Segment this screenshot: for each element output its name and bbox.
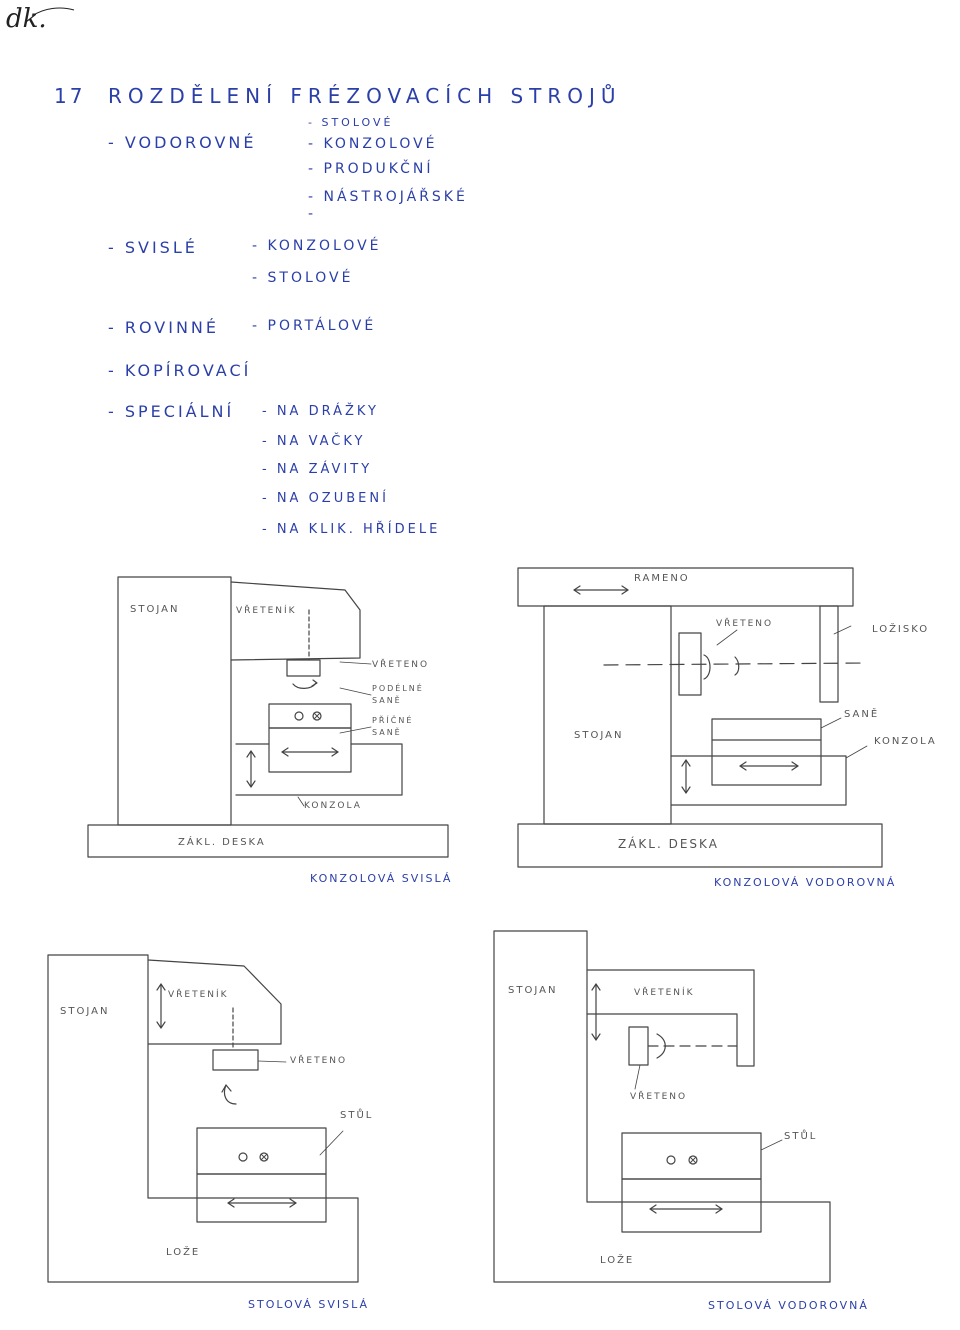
- subtype-item: - NA OZUBENÍ: [262, 491, 389, 506]
- caption-knee-horizontal: KONZOLOVÁ VODOROVNÁ: [714, 876, 897, 889]
- label-spindle-head: VŘETENÍK: [168, 990, 229, 1000]
- sketch-knee-horizontal: [517, 567, 883, 868]
- subtype-item: - KONZOLOVÉ: [308, 136, 438, 152]
- label-spindle: VŘETENO: [630, 1092, 688, 1102]
- caption-bed-vertical: STOLOVÁ SVISLÁ: [248, 1298, 370, 1311]
- base-plate: [517, 823, 883, 868]
- heading-title: ROZDĚLENÍ FRÉZOVACÍCH STROJŮ: [108, 84, 622, 108]
- label-saddle: SANĚ: [844, 709, 880, 720]
- subtype-item: - KONZOLOVÉ: [252, 238, 382, 254]
- subtype-item: - NA ZÁVITY: [262, 462, 373, 477]
- label-bearing: LOŽISKO: [872, 624, 930, 635]
- sketch-bed-horizontal: [493, 930, 831, 1283]
- heading-number: 17: [54, 84, 86, 108]
- bearing-support: [819, 605, 839, 703]
- label-bed: LOŽE: [166, 1247, 201, 1258]
- sketch-bed-vertical: [47, 954, 359, 1283]
- saddle: [711, 718, 822, 786]
- label-table: STŮL: [340, 1110, 374, 1121]
- label-column: STOJAN: [508, 985, 558, 996]
- subtype-item: - NÁSTROJÁŘSKÉ: [308, 189, 468, 205]
- label-knee: KONZOLA: [304, 801, 362, 811]
- base-plate: [87, 824, 449, 858]
- longitudinal-saddle: [268, 703, 352, 729]
- table: [196, 1127, 327, 1175]
- spindle: [628, 1026, 649, 1066]
- label-base-plate: ZÁKL. DESKA: [618, 837, 719, 851]
- column: [543, 605, 672, 825]
- label-column: STOJAN: [130, 604, 180, 615]
- caption-knee-vertical: KONZOLOVÁ SVISLÁ: [310, 872, 453, 885]
- subtype-item: - STOLOVÉ: [252, 270, 354, 286]
- category-special: - SPECIÁLNÍ: [108, 402, 235, 421]
- subtype-item: - PRODUKČNÍ: [308, 161, 434, 177]
- label-spindle-head: VŘETENÍK: [236, 606, 297, 616]
- label-spindle: VŘETENO: [372, 660, 430, 670]
- spindle: [212, 1049, 259, 1071]
- category-planar: - ROVINNÉ: [108, 318, 219, 337]
- subtype-item: - NA KLIK. HŘÍDELE: [262, 522, 441, 537]
- label-overarm: RAMENO: [634, 573, 690, 584]
- subtype-item: - STOLOVÉ: [308, 116, 394, 129]
- table-saddle: [621, 1178, 762, 1233]
- author-initials-logo: dk.: [6, 4, 47, 34]
- sketch-knee-vertical: [87, 576, 449, 858]
- overarm: [517, 567, 854, 607]
- spindle: [286, 659, 321, 677]
- label-spindle: VŘETENO: [290, 1056, 348, 1066]
- category-copying: - KOPÍROVACÍ: [108, 361, 252, 380]
- spindle-head: [147, 959, 282, 1045]
- cross-saddle: [268, 727, 352, 773]
- caption-bed-horizontal: STOLOVÁ VODOROVNÁ: [708, 1299, 869, 1312]
- label-table: STŮL: [784, 1131, 818, 1142]
- label-column: STOJAN: [574, 730, 624, 741]
- category-vertical: - SVISLÉ: [108, 238, 198, 257]
- knee: [670, 755, 847, 806]
- column-and-bed: [493, 930, 831, 1283]
- spindle-head: [230, 581, 361, 661]
- spindle-head: [586, 969, 755, 1067]
- category-horizontal: - VODOROVNÉ: [108, 133, 257, 152]
- subtype-item: -: [308, 206, 317, 222]
- spindle: [678, 632, 702, 696]
- label-base-plate: ZÁKL. DESKA: [178, 837, 266, 848]
- label-knee: KONZOLA: [874, 736, 937, 747]
- label-column: STOJAN: [60, 1006, 110, 1017]
- logo-swash: [31, 7, 75, 17]
- column-and-bed: [47, 954, 359, 1283]
- label-cross-saddle: PŘÍČNÉ SANĚ: [372, 716, 414, 737]
- knee: [235, 743, 403, 796]
- subtype-item: - PORTÁLOVÉ: [252, 318, 377, 334]
- label-bed: LOŽE: [600, 1255, 635, 1266]
- label-spindle-head: VŘETENÍK: [634, 988, 695, 998]
- subtype-item: - NA DRÁŽKY: [262, 404, 379, 419]
- subtype-item: - NA VAČKY: [262, 434, 366, 449]
- table-saddle: [196, 1173, 327, 1223]
- label-longitudinal-saddle: PODÉLNÉ SANĚ: [372, 684, 424, 705]
- label-spindle: VŘETENO: [716, 619, 774, 629]
